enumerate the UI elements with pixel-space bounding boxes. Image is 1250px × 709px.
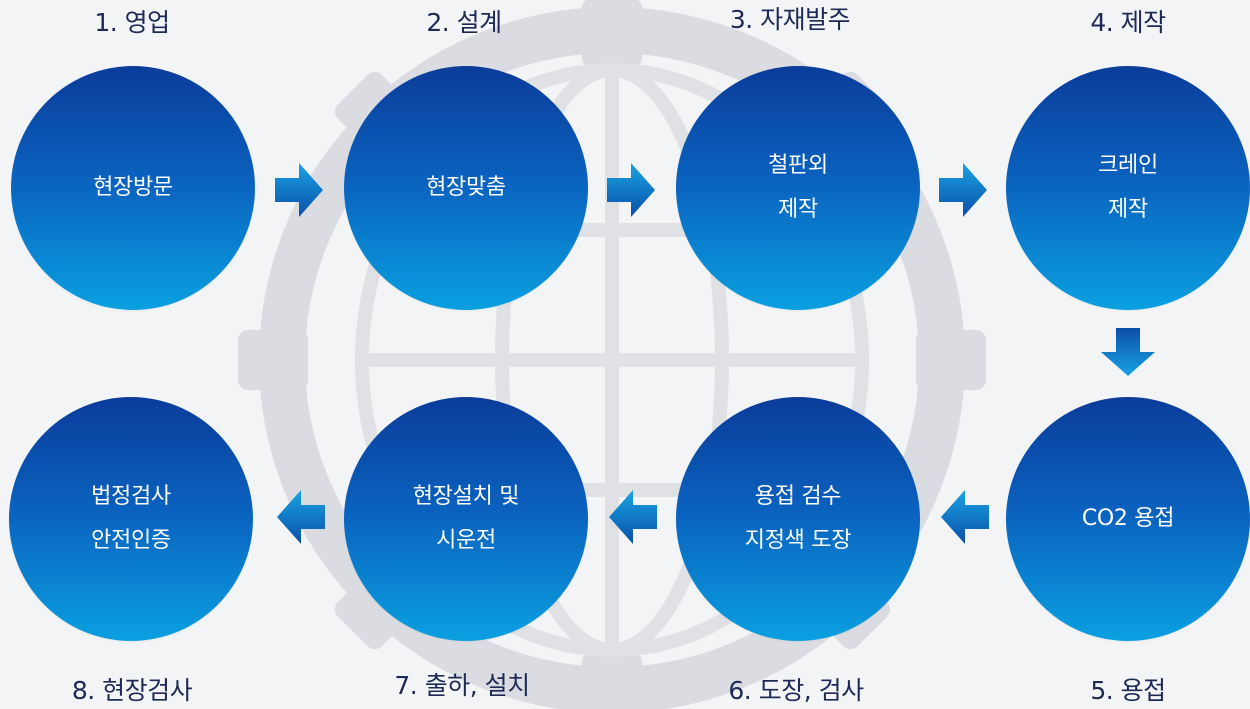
step-6-circle: 용접 검수 지정색 도장 bbox=[676, 397, 920, 641]
step-1-title: 1. 영업 bbox=[94, 8, 170, 37]
arrow-left-icon-5-6 bbox=[941, 490, 989, 544]
arrow-left-icon-6-7 bbox=[609, 490, 657, 544]
step-7-line-2: 시운전 bbox=[436, 528, 496, 553]
step-5-title: 5. 용접 bbox=[1090, 676, 1166, 705]
step-3-title: 3. 자재발주 bbox=[729, 5, 851, 34]
step-3-circle: 철판외 제작 bbox=[676, 66, 920, 310]
arrow-right-icon-2-3 bbox=[607, 163, 655, 217]
step-6-line-2: 지정색 도장 bbox=[744, 528, 852, 553]
step-4-line-2: 제작 bbox=[1108, 197, 1148, 222]
step-2-circle: 현장맞춤 bbox=[344, 66, 588, 310]
step-8-line-2: 안전인증 bbox=[91, 528, 171, 553]
arrow-right-icon-3-4 bbox=[939, 163, 987, 217]
step-4-circle: 크레인 제작 bbox=[1006, 66, 1250, 310]
step-1-circle: 현장방문 bbox=[11, 66, 255, 310]
step-3-line-2: 제작 bbox=[778, 197, 818, 222]
step-2-line-1: 현장맞춤 bbox=[426, 175, 506, 200]
step-7-circle: 현장설치 및 시운전 bbox=[344, 397, 588, 641]
step-3-line-1: 철판외 bbox=[768, 153, 828, 178]
step-8-line-1: 법정검사 bbox=[91, 484, 171, 509]
arrow-right-icon-1-2 bbox=[275, 163, 323, 217]
step-2-title: 2. 설계 bbox=[426, 8, 502, 37]
step-6-title: 6. 도장, 검사 bbox=[728, 676, 864, 705]
step-8-circle: 법정검사 안전인증 bbox=[9, 397, 253, 641]
step-5-line-1: CO2 용접 bbox=[1081, 506, 1175, 531]
step-8-title: 8. 현장검사 bbox=[71, 676, 193, 705]
step-6-line-1: 용접 검수 bbox=[754, 484, 842, 509]
step-7-line-1: 현장설치 및 bbox=[412, 484, 520, 509]
step-4-line-1: 크레인 bbox=[1098, 153, 1158, 178]
step-5-circle: CO2 용접 bbox=[1006, 397, 1250, 641]
arrow-left-icon-7-8 bbox=[277, 490, 325, 544]
step-4-title: 4. 제작 bbox=[1090, 8, 1166, 37]
arrow-down-icon-4-5 bbox=[1101, 328, 1155, 376]
step-1-line-1: 현장방문 bbox=[93, 175, 173, 200]
step-7-title: 7. 출하, 설치 bbox=[394, 671, 530, 700]
